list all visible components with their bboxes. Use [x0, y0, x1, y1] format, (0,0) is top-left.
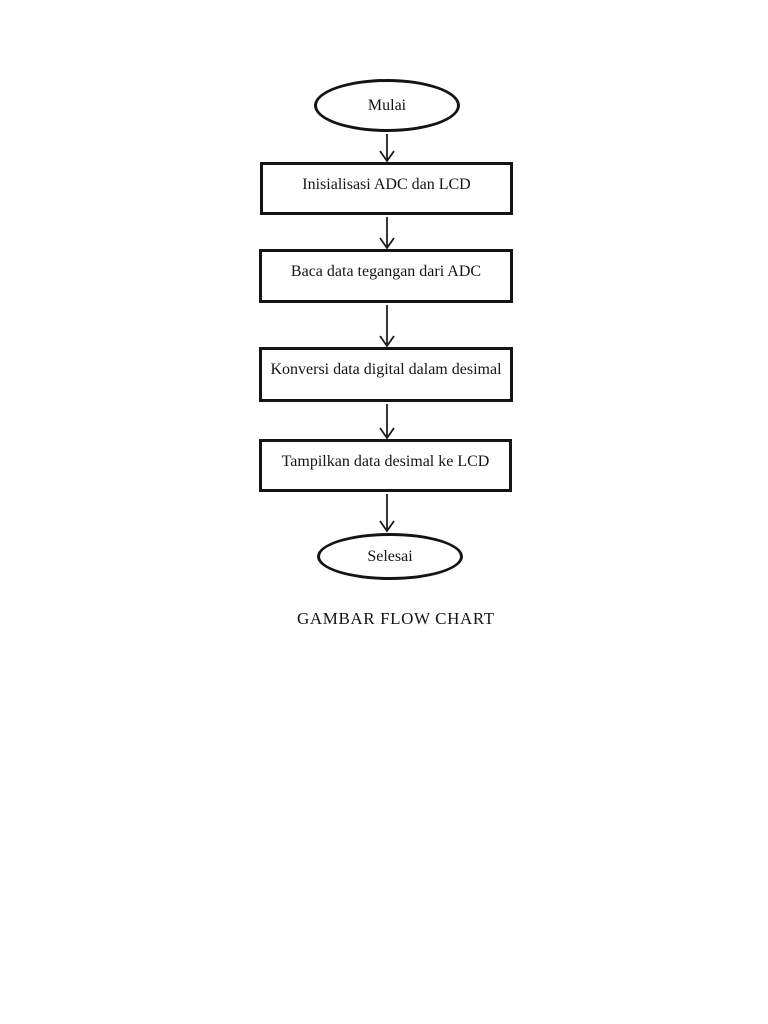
node-end-label: Selesai — [367, 547, 413, 565]
flowchart-node-end: Selesai — [317, 533, 463, 580]
arrow-p2-to-p3 — [379, 305, 395, 348]
flowchart-node-process-3: Konversi data digital dalam desimal — [259, 347, 513, 402]
node-start-label: Mulai — [367, 96, 407, 114]
arrow-start-to-p1 — [379, 134, 395, 163]
arrow-p3-to-p4 — [379, 404, 395, 440]
node-p3-label: Konversi data digital dalam desimal — [270, 361, 502, 378]
arrow-p1-to-p2 — [379, 217, 395, 250]
node-p2-label: Baca data tegangan dari ADC — [290, 263, 482, 280]
arrow-p4-to-end — [379, 494, 395, 533]
node-p4-label: Tampilkan data desimal ke LCD — [281, 453, 490, 470]
flowchart-caption: GAMBAR FLOW CHART — [297, 609, 495, 628]
flowchart-node-process-2: Baca data tegangan dari ADC — [259, 249, 513, 303]
flowchart-node-start: Mulai — [314, 79, 460, 132]
node-p1-label: Inisialisasi ADC dan LCD — [302, 176, 471, 193]
flowchart-node-process-1: Inisialisasi ADC dan LCD — [260, 162, 513, 215]
flowchart-node-process-4: Tampilkan data desimal ke LCD — [259, 439, 512, 492]
